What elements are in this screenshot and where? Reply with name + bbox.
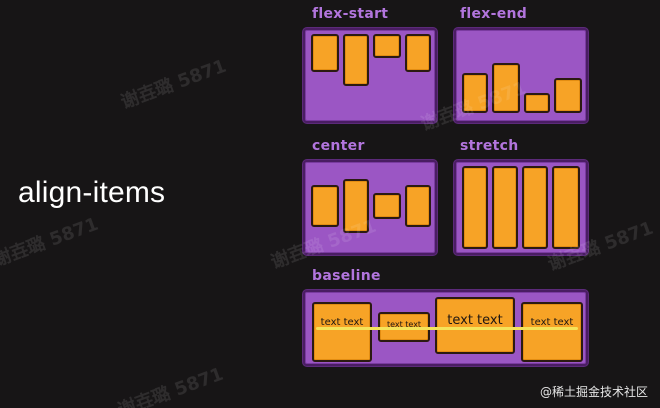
item — [554, 78, 582, 113]
page-title: align-items — [18, 176, 166, 209]
watermark: 谢壵璐 5871 — [0, 213, 102, 272]
credit-text: @稀土掘金技术社区 — [539, 385, 648, 399]
item — [462, 73, 488, 113]
item — [462, 166, 488, 249]
text-item-label: text text — [447, 313, 503, 328]
watermark: 谢壵璐 5871 — [115, 363, 227, 408]
label-flex-end: flex-end — [460, 6, 528, 22]
baseline-indicator — [316, 327, 578, 330]
item — [405, 185, 431, 227]
item — [405, 34, 431, 72]
item — [492, 63, 520, 113]
item — [522, 166, 548, 249]
label-flex-start: flex-start — [312, 6, 389, 22]
item — [311, 34, 339, 72]
panel-center — [303, 160, 437, 255]
watermark: 谢壵璐 5871 — [118, 55, 230, 114]
label-baseline: baseline — [312, 268, 381, 284]
label-center: center — [312, 138, 365, 154]
text-item-label: text text — [386, 320, 422, 329]
text-item: text text — [312, 302, 372, 362]
item — [343, 179, 369, 233]
item — [492, 166, 518, 249]
item — [524, 93, 550, 113]
panel-stretch — [454, 160, 588, 255]
text-item: text text — [521, 302, 583, 362]
item — [373, 193, 401, 219]
text-item-label: text text — [530, 317, 574, 328]
item — [373, 34, 401, 58]
label-stretch: stretch — [460, 138, 519, 154]
text-item: text text — [435, 297, 515, 354]
panel-flex-start — [303, 28, 437, 123]
item — [311, 185, 339, 227]
text-item-label: text text — [320, 317, 364, 328]
panel-flex-end — [454, 28, 588, 123]
item — [343, 34, 369, 86]
item — [552, 166, 580, 249]
